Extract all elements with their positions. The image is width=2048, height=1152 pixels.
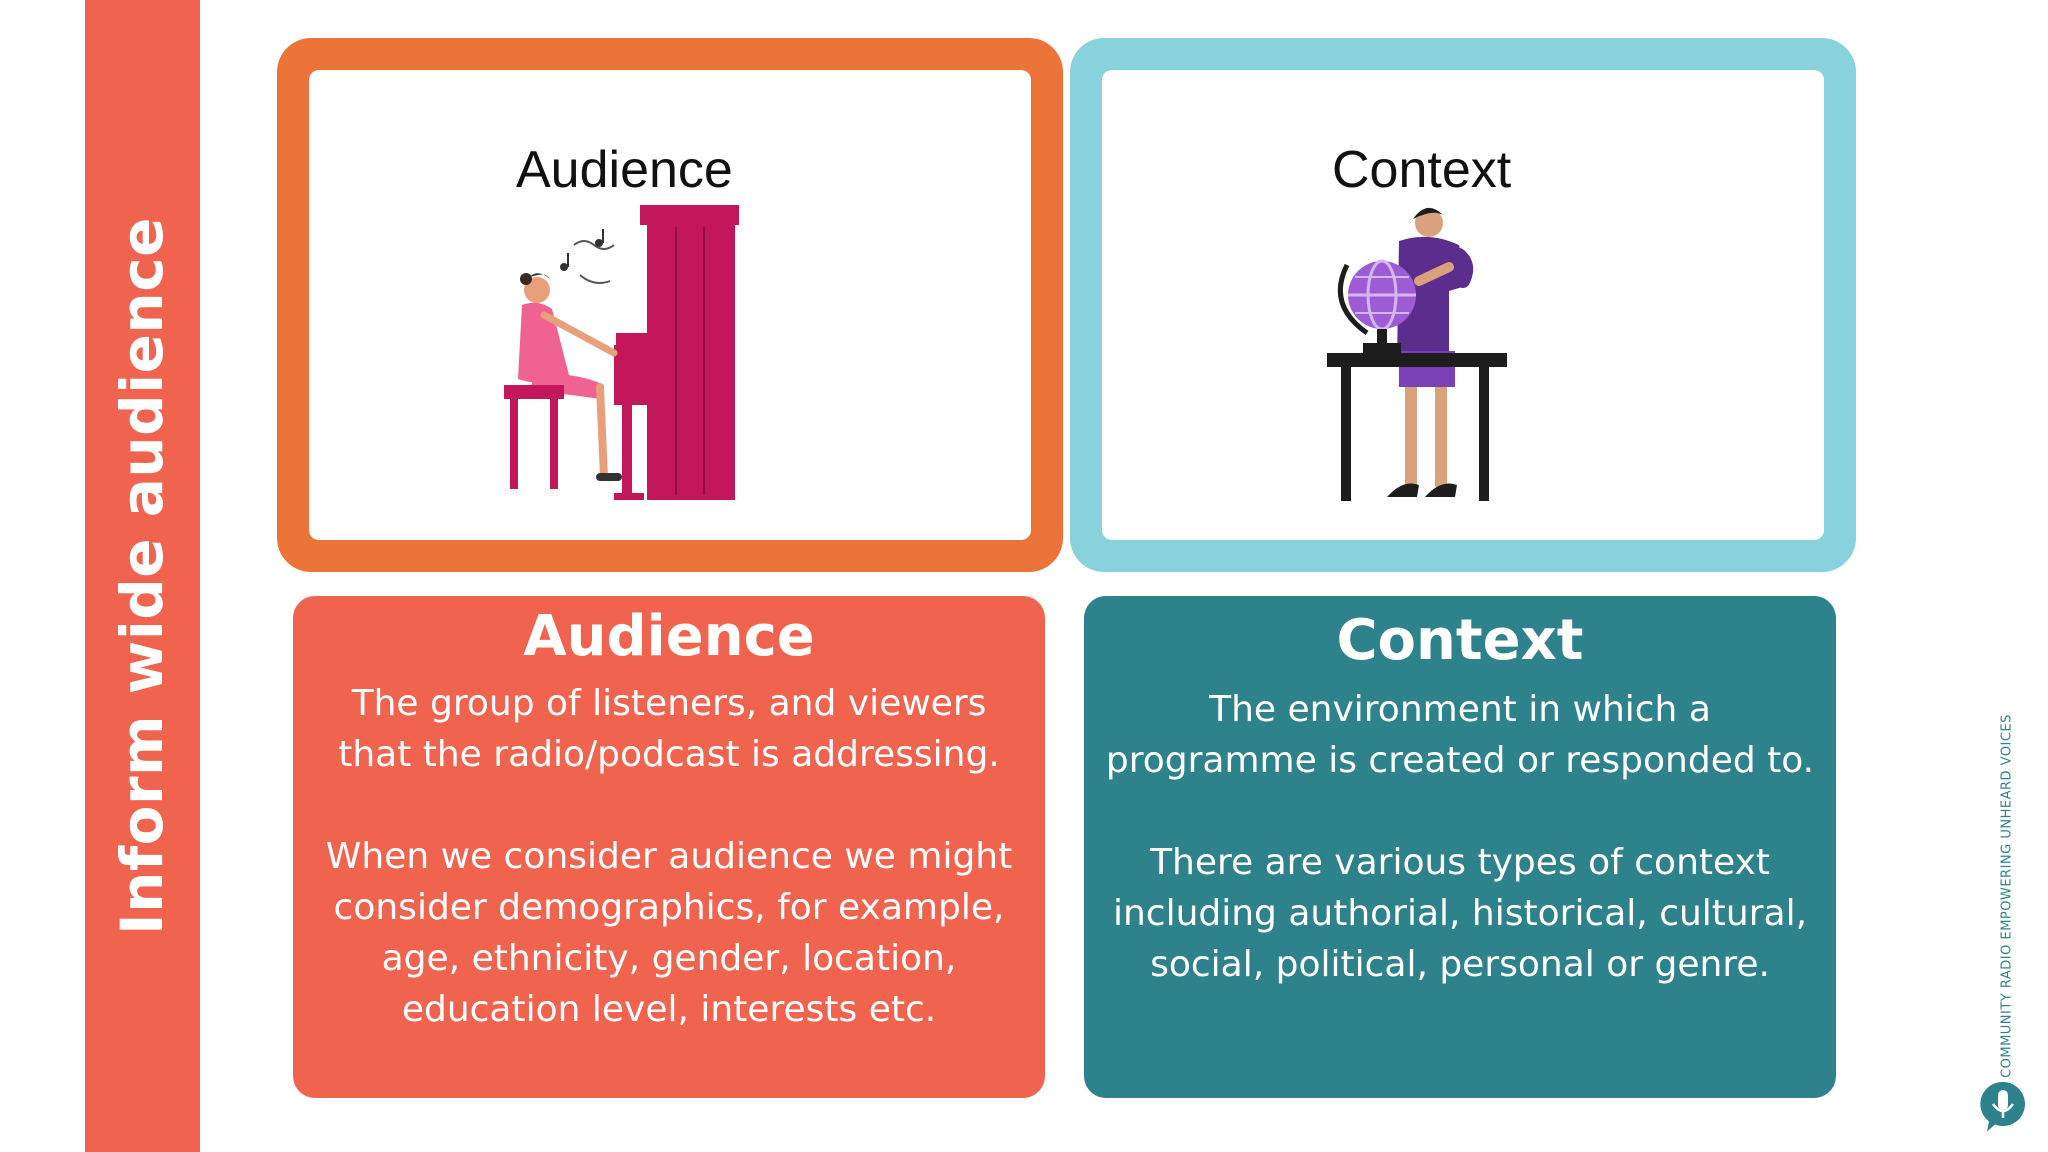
context-picture-label: Context [1332, 141, 1512, 199]
audience-picture-frame: Audience [277, 38, 1063, 572]
context-card-body: The environment in which a programme is … [1105, 689, 1815, 985]
microphone-speech-bubble-icon [1980, 1081, 2025, 1132]
audience-picture-label: Audience [516, 141, 733, 199]
context-definition-card: Context The environment in which a progr… [1084, 596, 1836, 1098]
audience-card-title: Audience [523, 604, 815, 669]
side-bar [85, 0, 200, 1152]
context-picture-frame: Context [1070, 38, 1856, 572]
audience-definition-card: Audience The group of listeners, and vie… [293, 596, 1045, 1098]
context-card-title: Context [1336, 608, 1584, 673]
context-picture-area: Context [1102, 70, 1824, 540]
brand-tagline-text: COMMUNITY RADIO EMPOWERING UNHEARD VOICE… [1999, 714, 2015, 1078]
audience-card-body: The group of listeners, and viewers that… [325, 683, 1013, 1030]
piano-player-illustration [504, 205, 739, 500]
globe-person-illustration [1327, 207, 1507, 501]
audience-picture-area: Audience [309, 70, 1031, 540]
side-title: Inform wide audience [108, 217, 176, 935]
